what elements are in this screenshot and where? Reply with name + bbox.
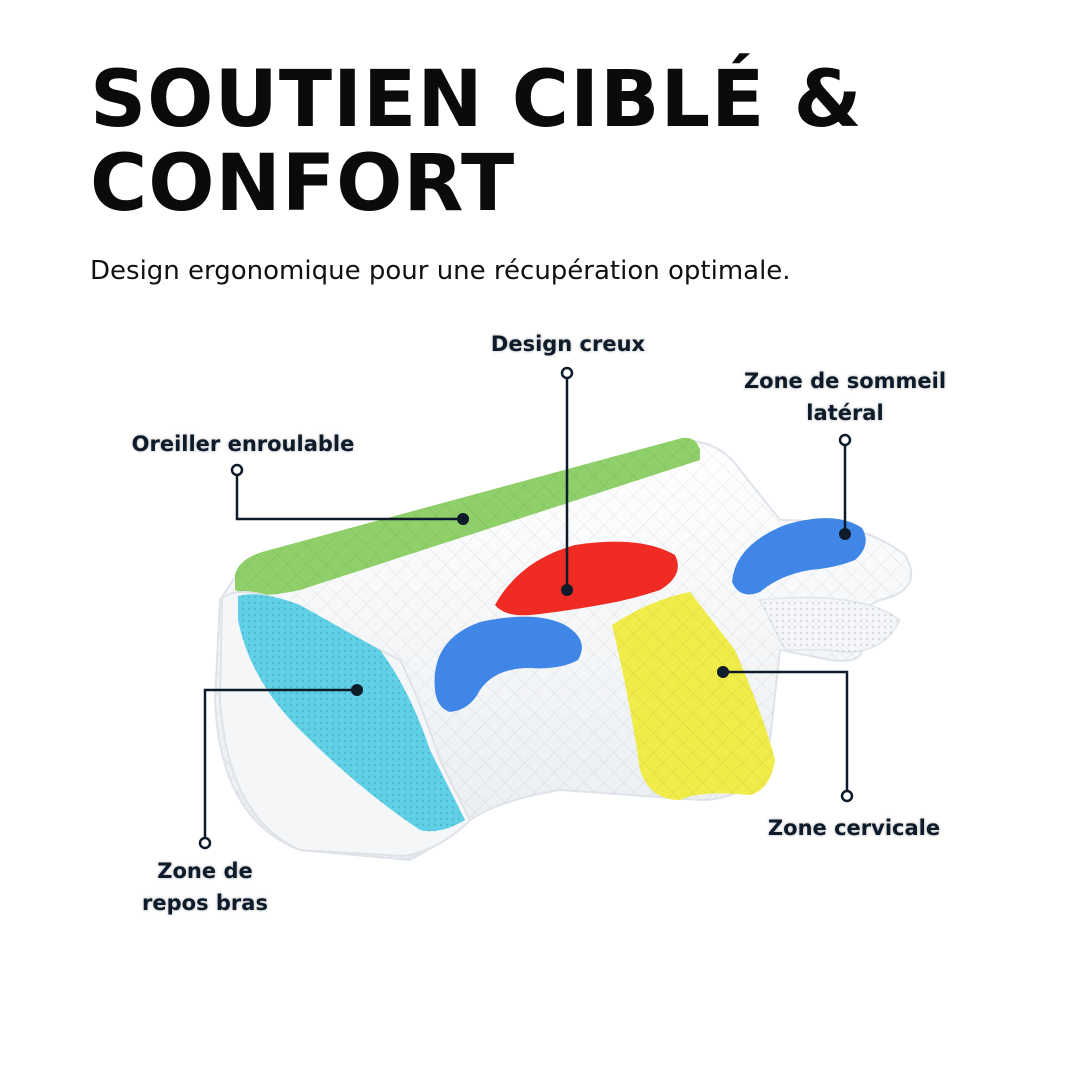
callout-ring-cervical xyxy=(840,789,854,803)
cyan-side-panel xyxy=(218,591,472,858)
callout-dot-cervical xyxy=(717,666,729,678)
callout-hollow-design-label: Design creux xyxy=(490,332,646,356)
callout-dot-side xyxy=(839,528,851,540)
callout-roll-pillow-label: Oreiller enroulable xyxy=(131,432,355,456)
callout-line-arm xyxy=(203,688,357,843)
callout-dot-arm xyxy=(351,684,363,696)
callout-ring-arm xyxy=(198,836,212,850)
callout-arm-rest-line2: repos bras xyxy=(142,891,268,915)
page-title: SOUTIEN CIBLÉ & CONFORT xyxy=(90,58,863,226)
title-line-1: SOUTIEN CIBLÉ & xyxy=(90,55,863,145)
title-line-2: CONFORT xyxy=(90,139,516,229)
callout-ring-side xyxy=(838,433,852,447)
blue-zone-left xyxy=(434,616,582,712)
callout-side-sleep: Zone de sommeil latéral xyxy=(735,365,955,429)
callout-ring-hollow xyxy=(560,366,574,380)
callout-arm-rest: Zone de repos bras xyxy=(120,855,290,919)
blue-zone-right xyxy=(732,518,866,595)
callout-side-sleep-line2: latéral xyxy=(806,401,884,425)
callout-line-roll xyxy=(235,470,463,521)
callout-line-cervical xyxy=(723,670,849,796)
callout-dot-hollow xyxy=(561,584,573,596)
callout-ring-roll xyxy=(230,463,244,477)
callout-hollow-design: Design creux xyxy=(478,328,658,360)
red-zone xyxy=(495,541,678,616)
subtitle: Design ergonomique pour une récupération… xyxy=(90,256,791,286)
callout-roll-pillow: Oreiller enroulable xyxy=(123,428,363,460)
callout-side-sleep-line1: Zone de sommeil xyxy=(743,369,947,393)
callout-arm-rest-line1: Zone de xyxy=(157,859,253,883)
callout-cervical: Zone cervicale xyxy=(756,812,952,844)
callout-dot-roll xyxy=(457,513,469,525)
callout-cervical-label: Zone cervicale xyxy=(767,816,941,840)
